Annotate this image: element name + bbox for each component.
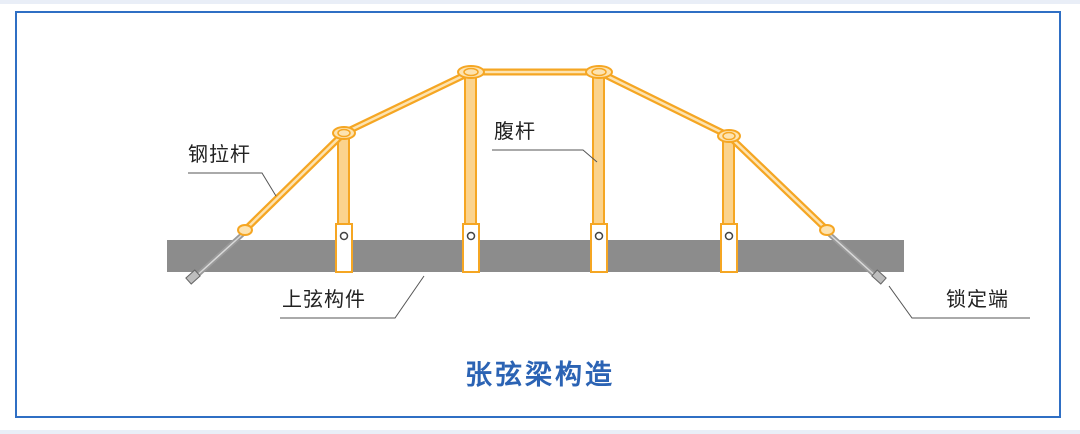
- label-anchor-end: 锁定端: [946, 287, 1009, 311]
- cable-joint-4: [717, 129, 741, 143]
- web-member-3: [590, 73, 608, 273]
- cable-end-left: [237, 224, 253, 236]
- leader-line-web-member: [492, 149, 598, 163]
- label-upper-chord: 上弦构件: [282, 287, 366, 311]
- web-member-4: [720, 135, 738, 273]
- leader-line-anchor-end: [888, 285, 1030, 319]
- label-tie-rod: 钢拉杆: [188, 142, 251, 166]
- label-web-member: 腹杆: [494, 119, 536, 143]
- right-anchor-bolt: [824, 229, 887, 285]
- top-border-strip: [0, 0, 1080, 4]
- web-member-1: [335, 135, 353, 273]
- cable-joint-2: [457, 65, 485, 79]
- cable-joint-3: [585, 65, 613, 79]
- bottom-border-strip: [0, 430, 1080, 434]
- left-anchor-bolt: [185, 229, 248, 285]
- cable-end-right: [819, 224, 835, 236]
- upper-chord-beam: [167, 240, 904, 272]
- web-member-2: [462, 73, 480, 273]
- diagram-title: 张弦梁构造: [465, 360, 615, 391]
- diagram-frame: [15, 11, 1061, 418]
- leader-line-upper-chord: [280, 275, 425, 319]
- cable-joint-1: [332, 126, 356, 140]
- tie-rod-cable: [241, 68, 831, 234]
- leader-line-tie-rod: [188, 172, 277, 197]
